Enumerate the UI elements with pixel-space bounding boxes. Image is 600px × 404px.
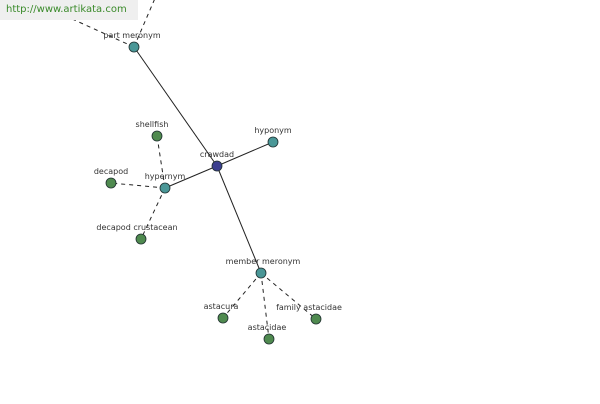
node-astacidae[interactable] [263, 333, 275, 345]
edge-part-meronym-to-offscreen-a [69, 17, 135, 48]
node-crawdad[interactable] [211, 160, 223, 172]
node-decapod[interactable] [105, 177, 117, 189]
node-label-astacura[interactable]: astacura [204, 302, 239, 311]
node-label-part-meronym[interactable]: part meronym [103, 31, 160, 40]
node-label-hypernym[interactable]: hypernym [145, 172, 186, 181]
node-decapod-crustacean[interactable] [135, 233, 147, 245]
edge-member-meronym-to-family-astacidae [260, 272, 317, 320]
edge-hypernym-to-decapod [110, 182, 166, 189]
node-label-family-astacidae[interactable]: family astacidae [276, 303, 342, 312]
node-label-decapod-crustacean[interactable]: decapod crustacean [96, 223, 177, 232]
node-label-astacidae[interactable]: astacidae [248, 323, 287, 332]
node-part-meronym[interactable] [128, 41, 140, 53]
node-hypernym[interactable] [159, 182, 171, 194]
site-watermark[interactable]: http://www.artikata.com [0, 0, 138, 20]
node-label-shellfish[interactable]: shellfish [136, 120, 169, 129]
edge-member-meronym-to-astacura [222, 272, 262, 319]
node-label-hyponym[interactable]: hyponym [254, 126, 292, 135]
edge-hypernym-to-shellfish [156, 135, 166, 189]
edge-crawdad-to-hypernym [164, 165, 218, 189]
node-family-astacidae[interactable] [310, 313, 322, 325]
edge-crawdad-to-member-meronym [216, 165, 262, 274]
edge-part-meronym-to-offscreen-b [133, 0, 155, 48]
node-label-member-meronym[interactable]: member meronym [226, 257, 301, 266]
node-label-crawdad[interactable]: crawdad [200, 150, 234, 159]
node-label-decapod[interactable]: decapod [94, 167, 128, 176]
node-hyponym[interactable] [267, 136, 279, 148]
edges-layer [69, 0, 317, 340]
edge-member-meronym-to-astacidae [260, 272, 270, 340]
node-member-meronym[interactable] [255, 267, 267, 279]
node-shellfish[interactable] [151, 130, 163, 142]
edge-crawdad-to-hyponym [216, 141, 274, 167]
labels-layer: crawdad part meronym hyponym hypernym member… [94, 31, 342, 332]
edge-hypernym-to-decapod-crustacean [140, 187, 166, 240]
node-astacura[interactable] [217, 312, 229, 324]
nodes-layer [105, 41, 322, 345]
edge-crawdad-to-part-meronym [133, 46, 218, 167]
